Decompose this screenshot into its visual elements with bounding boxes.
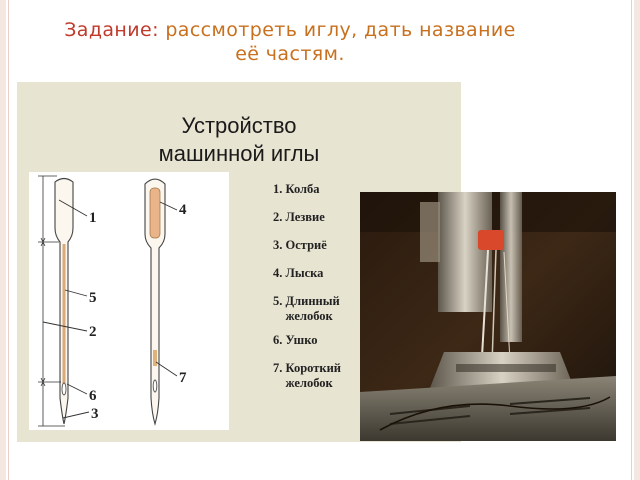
task-text-line1: рассмотреть иглу, дать название bbox=[158, 19, 516, 41]
part-item-4: 4. Лыска bbox=[273, 266, 324, 280]
needle-labels-left: 1 5 2 6 3 bbox=[89, 210, 99, 422]
label-4: 4 bbox=[179, 202, 187, 218]
needle-front-view bbox=[144, 178, 166, 426]
dimension-lines bbox=[38, 175, 65, 427]
part-item-2: 2. Лезвие bbox=[273, 210, 325, 224]
part-item-6: 6. Ушко bbox=[273, 333, 318, 347]
part-item-3: 3. Остриё bbox=[273, 238, 327, 252]
flat-side bbox=[149, 187, 161, 239]
part-item-5: 5. Длинный желобок bbox=[273, 294, 340, 323]
needle-eye bbox=[61, 382, 67, 396]
label-7: 7 bbox=[179, 370, 187, 386]
slide-right-border bbox=[634, 0, 640, 480]
label-5: 5 bbox=[89, 290, 97, 306]
leader-lines-left bbox=[42, 199, 90, 419]
slide-left-border bbox=[0, 0, 6, 480]
part-item-1: 1. Колба bbox=[273, 182, 320, 196]
label-1: 1 bbox=[89, 210, 97, 226]
needle-labels-right: 4 7 bbox=[179, 202, 187, 386]
needle-eye-front bbox=[152, 379, 158, 393]
task-label: Задание: bbox=[64, 19, 159, 41]
label-2: 2 bbox=[89, 324, 97, 340]
task-text-line2: её частям. bbox=[235, 43, 345, 65]
task-heading: Задание: рассмотреть иглу, дать название… bbox=[30, 18, 550, 66]
label-6: 6 bbox=[89, 388, 97, 404]
needle-diagram-svg: 1 5 2 6 3 4 7 bbox=[38, 175, 187, 427]
sewing-machine-photo bbox=[360, 192, 616, 441]
needle-parts-list: 1. Колба 2. Лезвие 3. Остриё 4. Лыска 5.… bbox=[273, 182, 341, 404]
figure-title-line1: Устройство bbox=[181, 113, 297, 138]
sewing-machine-photo-svg bbox=[360, 192, 616, 441]
part-item-7: 7. Короткий желобок bbox=[273, 361, 341, 390]
label-3: 3 bbox=[91, 406, 99, 422]
slide-right-border-line bbox=[631, 0, 632, 480]
figure-title-line2: машинной иглы bbox=[158, 141, 320, 166]
needle-diagram: 1 5 2 6 3 4 7 bbox=[29, 172, 229, 430]
short-groove bbox=[153, 350, 157, 366]
slide-left-border-line bbox=[8, 0, 9, 480]
leader-lines-right bbox=[155, 201, 178, 377]
figure-title: Устройство машинной иглы bbox=[17, 112, 461, 168]
